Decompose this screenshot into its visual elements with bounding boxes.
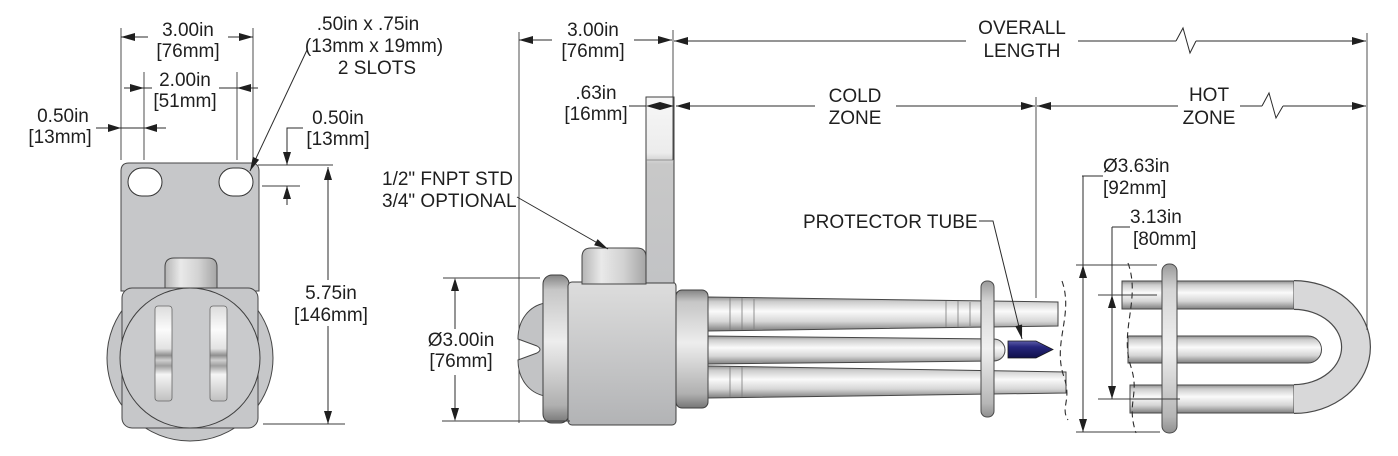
dim-overall-line1: OVERALL bbox=[978, 18, 1066, 39]
dim-front-height-mm: [146mm] bbox=[294, 305, 368, 326]
dim-front-height: 5.75in [146mm] bbox=[263, 167, 368, 425]
flange-circle bbox=[119, 287, 261, 429]
heater-body bbox=[567, 281, 677, 426]
dim-side-plate-thickness: .63in [16mm] bbox=[564, 83, 674, 125]
dim-side-bracket-in: 3.00in bbox=[567, 20, 619, 41]
dim-front-slot-top: 0.50in [13mm] bbox=[258, 108, 370, 205]
dim-front-width: 3.00in [76mm] bbox=[120, 20, 254, 160]
dim-front-width-mm: [76mm] bbox=[156, 41, 219, 62]
protector-tube-tip bbox=[1007, 340, 1054, 359]
flange-disc bbox=[542, 274, 570, 424]
dim-flange-dia-in: Ø3.00in bbox=[428, 330, 495, 351]
dim-side-plate-in: .63in bbox=[575, 83, 616, 104]
fitting-label-line2: 3/4" OPTIONAL bbox=[382, 191, 517, 212]
dim-front-slot-top-in: 0.50in bbox=[312, 108, 364, 129]
mounting-slot-left bbox=[127, 167, 163, 197]
element-slot-left bbox=[154, 305, 173, 402]
dim-element-dia-in: Ø3.63in bbox=[1103, 156, 1170, 177]
fitting-label-line1: 1/2" FNPT STD bbox=[382, 169, 513, 190]
dim-front-edge-offset-mm: [13mm] bbox=[28, 127, 91, 148]
dim-front-height-in: 5.75in bbox=[305, 283, 357, 304]
dim-cold-line2: ZONE bbox=[829, 108, 882, 129]
dim-pitch-in: 3.13in bbox=[1130, 207, 1182, 228]
dim-side-element-pitch: 3.13in [80mm] bbox=[1098, 207, 1196, 400]
terminal-cap bbox=[164, 257, 218, 293]
dim-front-slot-top-mm: [13mm] bbox=[306, 129, 369, 150]
fnpt-fitting bbox=[581, 247, 647, 285]
slot-note-line3: 2 SLOTS bbox=[338, 58, 416, 79]
dim-side-plate-mm: [16mm] bbox=[564, 104, 627, 125]
mounting-slot-right bbox=[218, 167, 254, 197]
tube-seams bbox=[729, 298, 971, 397]
label-fnpt-fitting: 1/2" FNPT STD 3/4" OPTIONAL bbox=[382, 169, 609, 250]
break-line-left bbox=[1059, 280, 1069, 421]
support-plate-1 bbox=[980, 280, 995, 418]
dim-side-bracket-mm: [76mm] bbox=[561, 41, 624, 62]
screw-lobe bbox=[517, 302, 546, 397]
tube-middle-left bbox=[707, 335, 1006, 365]
label-slot-note: .50in x .75in (13mm x 19mm) 2 SLOTS bbox=[249, 14, 443, 172]
dim-pitch-mm: [80mm] bbox=[1133, 229, 1196, 250]
dim-hot-line1: HOT bbox=[1189, 85, 1230, 106]
tube-bottom-left bbox=[707, 365, 1067, 399]
mounting-bracket-edge bbox=[645, 96, 675, 284]
dim-side-element-diameter: Ø3.63in [92mm] bbox=[1076, 156, 1170, 433]
protector-tube-label: PROTECTOR TUBE bbox=[803, 212, 978, 233]
slot-note-line1: .50in x .75in bbox=[317, 14, 419, 35]
front-view bbox=[106, 162, 274, 442]
side-view bbox=[517, 32, 1371, 434]
u-bend bbox=[1293, 281, 1370, 413]
dim-element-dia-mm: [92mm] bbox=[1103, 178, 1166, 199]
dim-side-bracket-offset: 3.00in [76mm] bbox=[519, 20, 674, 160]
dim-side-overall-length: OVERALL LENGTH bbox=[674, 18, 1368, 330]
mounting-bracket-plate bbox=[120, 162, 260, 292]
dim-front-slot-spacing: 2.00in [51mm] bbox=[124, 70, 258, 160]
tube-header-plate bbox=[675, 289, 709, 409]
dim-front-edge-offset-in: 0.50in bbox=[37, 106, 89, 127]
dim-front-edge-offset: 0.50in [13mm] bbox=[28, 106, 166, 148]
slot-note-line2: (13mm x 19mm) bbox=[305, 36, 443, 57]
dim-front-width-in: 3.00in bbox=[162, 20, 214, 41]
dim-front-slot-spacing-in: 2.00in bbox=[159, 70, 211, 91]
dim-front-slot-spacing-mm: [51mm] bbox=[153, 91, 216, 112]
dim-side-cold-zone: COLD ZONE bbox=[676, 86, 1037, 298]
tube-middle-right bbox=[1127, 335, 1322, 364]
dim-side-flange-diameter: Ø3.00in [76mm] bbox=[428, 277, 570, 422]
element-slot-right bbox=[209, 305, 228, 402]
break-line-right bbox=[1126, 262, 1137, 434]
support-plate-2 bbox=[1161, 263, 1178, 434]
dim-flange-dia-mm: [76mm] bbox=[429, 351, 492, 372]
dim-cold-line1: COLD bbox=[829, 86, 882, 107]
dim-overall-line2: LENGTH bbox=[983, 41, 1060, 62]
dim-hot-line2: ZONE bbox=[1183, 108, 1236, 129]
label-protector-tube: PROTECTOR TUBE bbox=[803, 212, 1023, 340]
dim-side-hot-zone: HOT ZONE bbox=[1037, 85, 1366, 129]
tube-top-left bbox=[707, 296, 1059, 332]
